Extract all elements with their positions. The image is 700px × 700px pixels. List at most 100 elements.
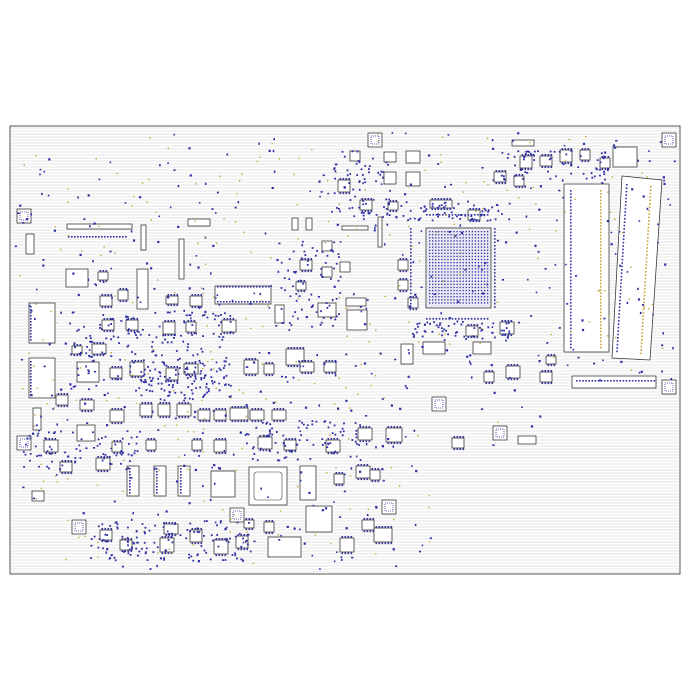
bga-ball [462, 255, 464, 258]
cluster-pad [298, 439, 301, 441]
pad-gold [213, 296, 215, 298]
cluster-pad [74, 346, 76, 349]
pad-gold [293, 173, 295, 176]
pad-gold [269, 521, 271, 523]
pad [600, 380, 603, 382]
pad-gold [54, 226, 56, 228]
bga-ball [438, 255, 440, 258]
bga-ball [465, 274, 467, 276]
bga-ball [429, 255, 431, 258]
pad [644, 288, 646, 290]
passive-part [538, 208, 541, 211]
pad [570, 254, 572, 256]
pad [129, 474, 131, 476]
pad [89, 236, 91, 238]
pad [622, 238, 625, 240]
pad [600, 234, 602, 237]
cluster-pad [149, 376, 151, 379]
cluster-pad [161, 341, 164, 344]
cluster-pad [336, 207, 338, 209]
cluster-pad [109, 557, 112, 559]
pad [304, 372, 307, 375]
pad [130, 538, 133, 540]
cluster-pad [453, 207, 455, 209]
bga-ball [462, 274, 464, 276]
pad-gold [127, 468, 129, 471]
passive-part [195, 255, 198, 257]
cluster-pad [162, 334, 165, 337]
bga-ball [462, 252, 464, 254]
pad [119, 440, 122, 442]
pad [67, 460, 70, 462]
bga-ball [438, 240, 440, 242]
cluster-pad [341, 427, 344, 430]
pad [494, 289, 496, 291]
bga-ball [480, 234, 483, 236]
pad [570, 206, 572, 208]
small-pad [31, 490, 45, 502]
pad [205, 408, 208, 410]
bga-ball [438, 268, 440, 270]
pad-gold [297, 297, 300, 299]
cluster-pad [201, 350, 204, 353]
cluster-pad [360, 212, 363, 214]
cluster-pad [591, 176, 594, 179]
bga-ball [438, 249, 440, 251]
passive-part [42, 264, 45, 267]
bga-ball [474, 268, 477, 270]
pad [600, 238, 602, 240]
chip-rect [422, 341, 446, 355]
cluster-pad [304, 254, 307, 256]
pad [645, 264, 647, 266]
bga-ball [453, 252, 455, 254]
bga-ball [471, 283, 473, 285]
cluster-pad [164, 338, 166, 341]
pad [600, 276, 602, 278]
passive-part [395, 565, 398, 568]
cluster-pad [337, 279, 340, 282]
pad [167, 366, 170, 368]
pad-gold [202, 292, 204, 295]
pad [84, 398, 87, 400]
cluster-pad [386, 212, 389, 215]
pad [462, 436, 465, 438]
pad [105, 280, 108, 283]
pad [501, 182, 504, 185]
cluster-pad [223, 377, 225, 379]
cluster-pad [492, 322, 495, 325]
pad [621, 265, 623, 268]
cluster-pad [330, 278, 332, 280]
pad [501, 320, 504, 322]
pad [402, 290, 405, 293]
pad-gold [327, 179, 329, 182]
cluster-pad [494, 218, 497, 221]
cluster-pad [595, 167, 598, 170]
pad [344, 536, 347, 538]
pad [304, 270, 307, 273]
passive-part [309, 190, 311, 193]
passive-part [414, 523, 417, 527]
ic-small [76, 424, 96, 442]
pad-gold [389, 234, 391, 236]
passive-part [440, 312, 442, 315]
passive-part [82, 512, 85, 515]
pad [426, 318, 428, 320]
pad [113, 440, 116, 442]
bga-ball [453, 296, 455, 298]
passive-part [113, 500, 116, 503]
pad-gold [42, 480, 45, 482]
passive-part [268, 352, 271, 355]
bga-ball [435, 302, 437, 304]
pad [333, 438, 336, 440]
pad [338, 472, 341, 474]
cluster-pad [236, 521, 239, 524]
passive-part [130, 477, 133, 479]
bga-ball [429, 234, 431, 236]
ic-36 [333, 473, 345, 485]
pad [114, 408, 117, 410]
passive-part [299, 528, 301, 531]
bga-ball [453, 274, 455, 276]
pad [127, 550, 130, 553]
pad [63, 405, 66, 408]
passive-part [381, 398, 384, 400]
